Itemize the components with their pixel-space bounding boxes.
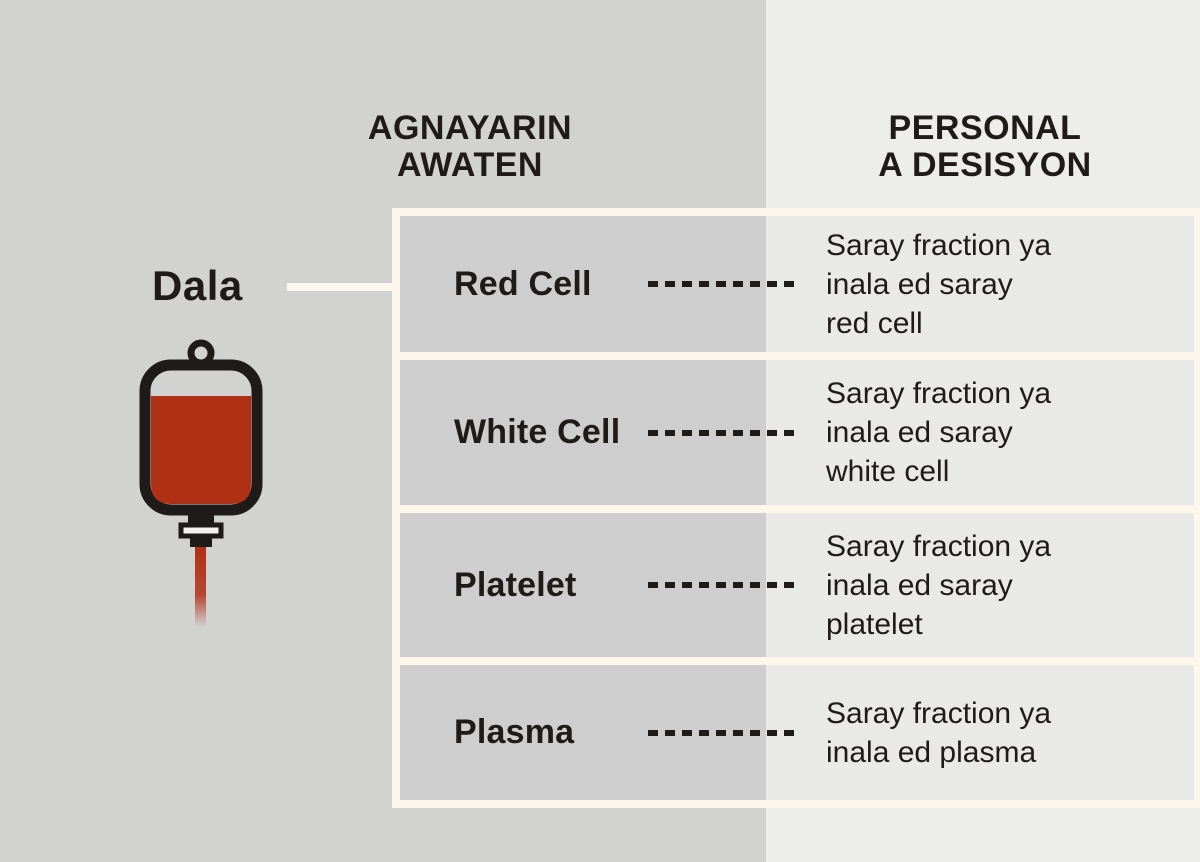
source-label-dala: Dala xyxy=(152,262,243,309)
component-label: Red Cell xyxy=(454,264,592,303)
table-row: White Cell Saray fraction ya inala ed sa… xyxy=(400,360,1194,505)
row-divider xyxy=(400,505,1194,513)
blood-bag-icon xyxy=(139,339,263,627)
table-row: Platelet Saray fraction ya inala ed sara… xyxy=(400,513,1194,657)
component-label: White Cell xyxy=(454,413,621,451)
column-header-decision: PERSONAL A DESISYON xyxy=(878,109,1092,184)
row-divider xyxy=(400,352,1194,360)
decision-text: Saray fraction ya inala ed plasma xyxy=(826,696,1052,769)
column-header-received: AGNAYARIN AWATEN xyxy=(367,109,573,184)
dashed-connector xyxy=(648,281,794,287)
table-row: Red Cell Saray fraction ya inala ed sara… xyxy=(400,216,1194,352)
component-label: Platelet xyxy=(454,565,577,604)
decision-text: Saray fraction ya inala ed saray platele… xyxy=(826,529,1052,641)
dashed-connector xyxy=(648,729,794,736)
dashed-connector xyxy=(648,582,794,588)
decision-cell: Saray fraction ya inala ed saray red cel… xyxy=(766,216,1194,352)
decision-cell: Saray fraction ya inala ed plasma xyxy=(766,665,1194,800)
dashed-connector xyxy=(648,429,794,436)
connector-line xyxy=(287,283,400,291)
fractions-table: Red Cell Saray fraction ya inala ed sara… xyxy=(392,208,1200,808)
decision-cell: Saray fraction ya inala ed saray platele… xyxy=(766,513,1194,657)
decision-text: Saray fraction ya inala ed saray red cel… xyxy=(826,228,1052,340)
decision-cell: Saray fraction ya inala ed saray white c… xyxy=(766,360,1194,505)
row-divider xyxy=(400,657,1194,665)
table-row: Plasma Saray fraction ya inala ed plasma xyxy=(400,665,1194,800)
component-label: Plasma xyxy=(454,713,575,751)
decision-text: Saray fraction ya inala ed saray white c… xyxy=(826,377,1052,488)
